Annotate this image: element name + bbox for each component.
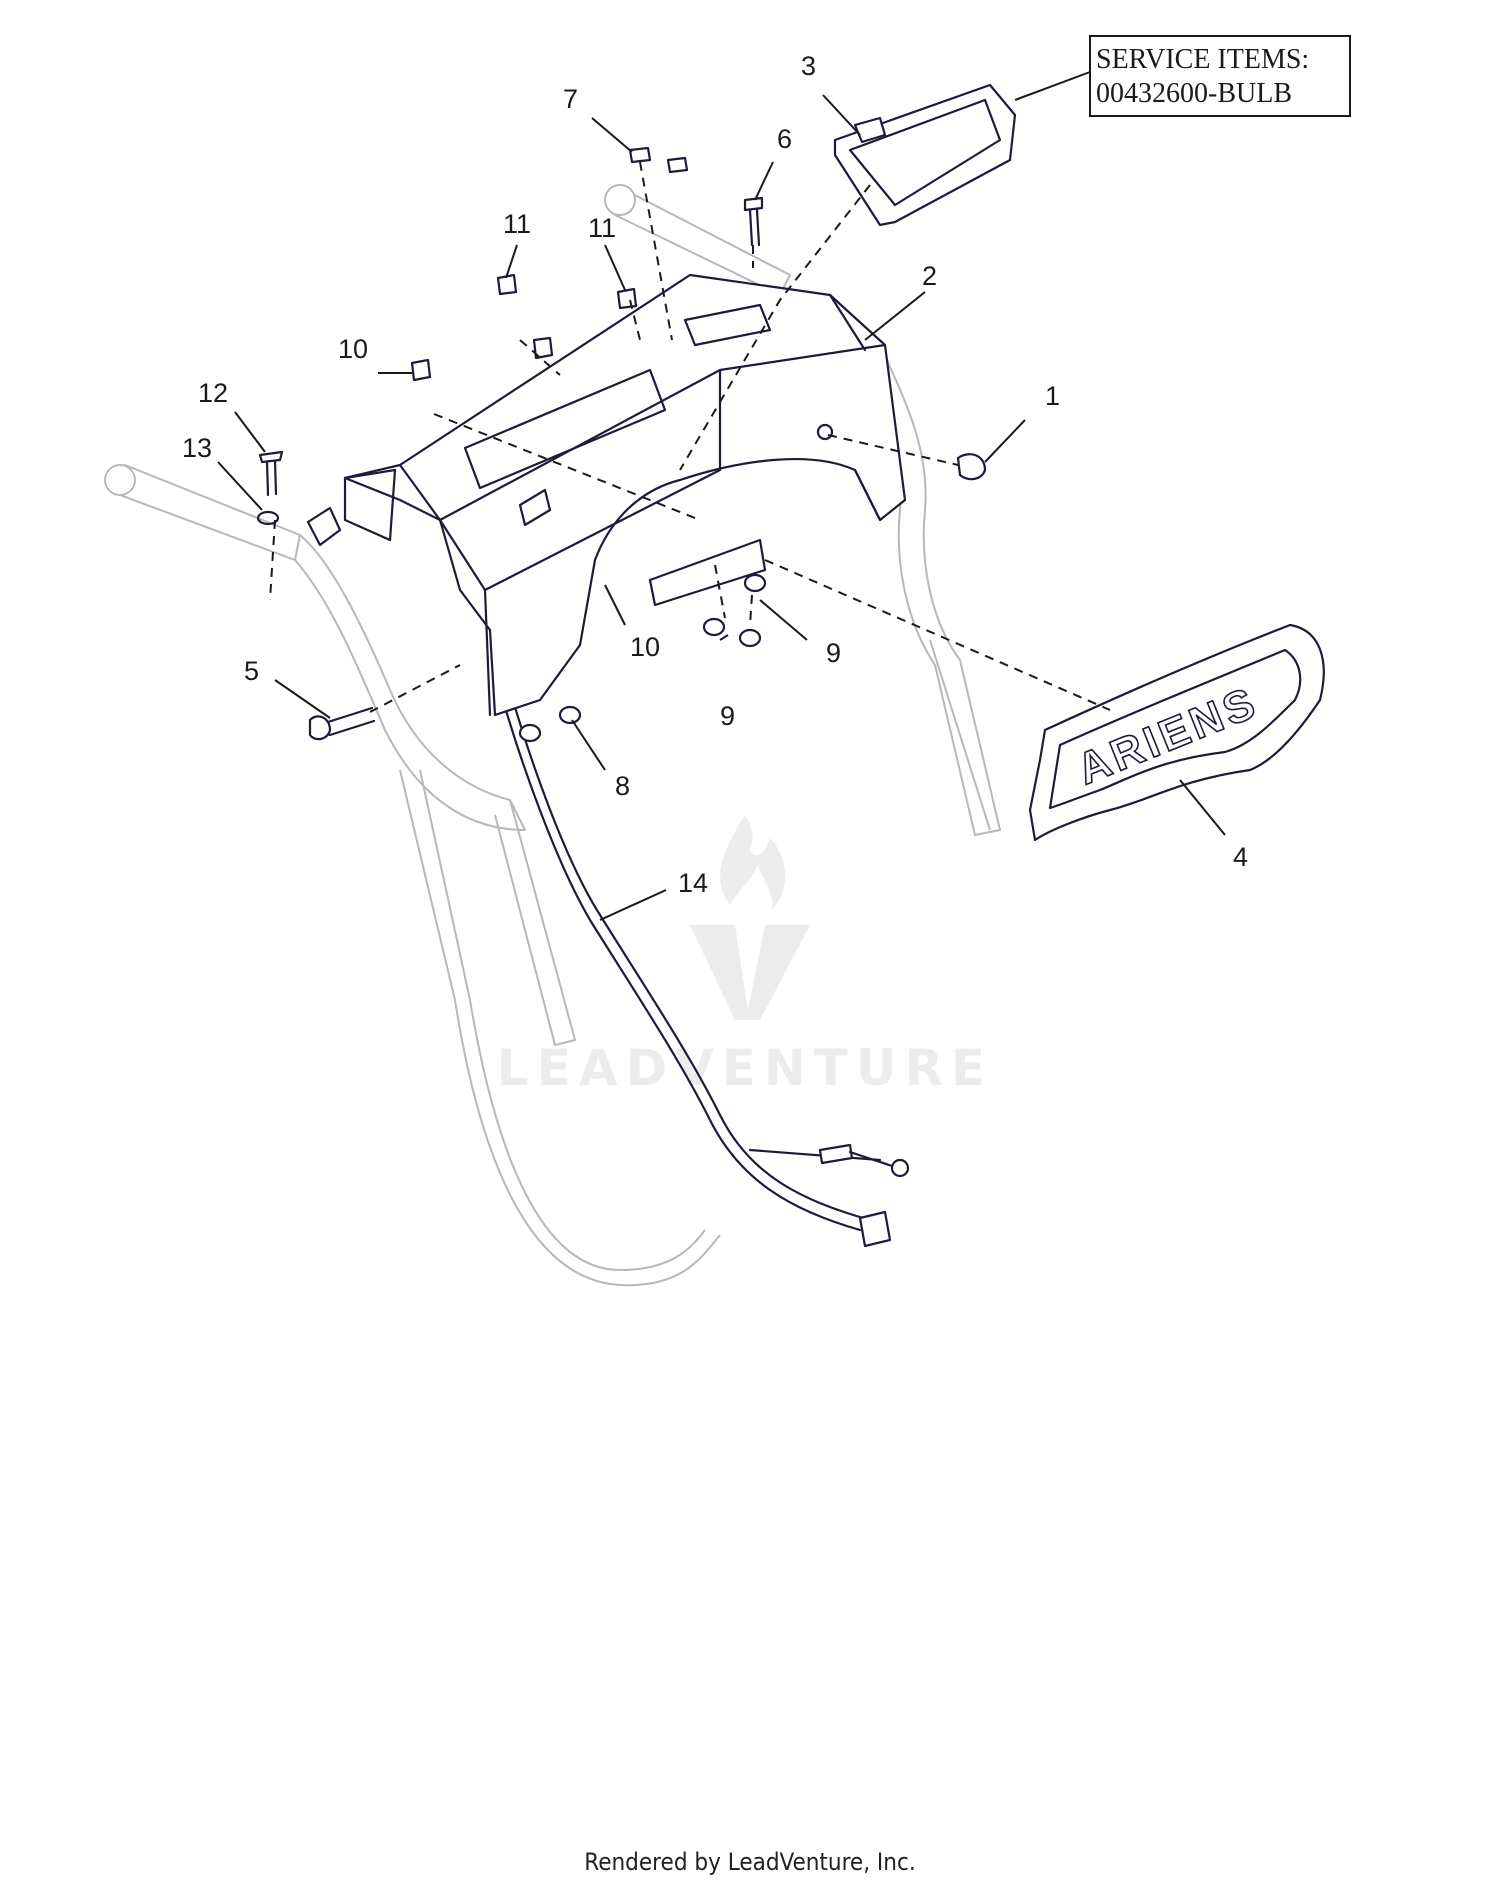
callout-13: 13 bbox=[182, 433, 212, 463]
callout-7: 7 bbox=[563, 84, 578, 114]
callout-2: 2 bbox=[922, 261, 937, 291]
callout-9-lower: 9 bbox=[720, 701, 735, 731]
callout-12: 12 bbox=[198, 378, 228, 408]
callout-10-lower: 10 bbox=[630, 632, 660, 662]
dash-panel bbox=[343, 273, 907, 717]
service-items-box: SERVICE ITEMS: 00432600-BULB bbox=[1089, 35, 1351, 117]
callout-10-upper: 10 bbox=[338, 334, 368, 364]
handlebar-right-ghost bbox=[604, 183, 1001, 836]
callout-leaders bbox=[217, 71, 1226, 921]
callout-11-right: 11 bbox=[588, 213, 616, 243]
callout-3: 3 bbox=[801, 51, 816, 81]
callout-6: 6 bbox=[777, 124, 792, 154]
service-items-title: SERVICE ITEMS: bbox=[1096, 44, 1309, 75]
callout-5: 5 bbox=[244, 656, 259, 686]
callout-8: 8 bbox=[615, 771, 630, 801]
footer-credit: Rendered by LeadVenture, Inc. bbox=[584, 1848, 915, 1876]
leadventure-watermark: LEADVENTURE bbox=[497, 815, 993, 1097]
ariens-badge: ARIENS bbox=[1028, 623, 1325, 842]
callout-labels: 1 2 3 4 5 6 7 8 9 9 10 10 11 11 12 13 14 bbox=[182, 51, 1248, 898]
callout-1: 1 bbox=[1045, 381, 1060, 411]
watermark-text: LEADVENTURE bbox=[497, 1039, 993, 1097]
callout-9-upper: 9 bbox=[826, 638, 841, 668]
wire-harness bbox=[498, 688, 910, 1248]
headlight-lens bbox=[833, 83, 1017, 227]
service-items-part: 00432600-BULB bbox=[1096, 78, 1292, 109]
callout-4: 4 bbox=[1233, 842, 1248, 872]
hardware bbox=[256, 146, 987, 743]
handlebar-left-ghost bbox=[104, 463, 721, 1287]
assembly-lines bbox=[269, 161, 1111, 713]
callout-11-left: 11 bbox=[503, 209, 531, 239]
callout-14: 14 bbox=[678, 868, 708, 898]
